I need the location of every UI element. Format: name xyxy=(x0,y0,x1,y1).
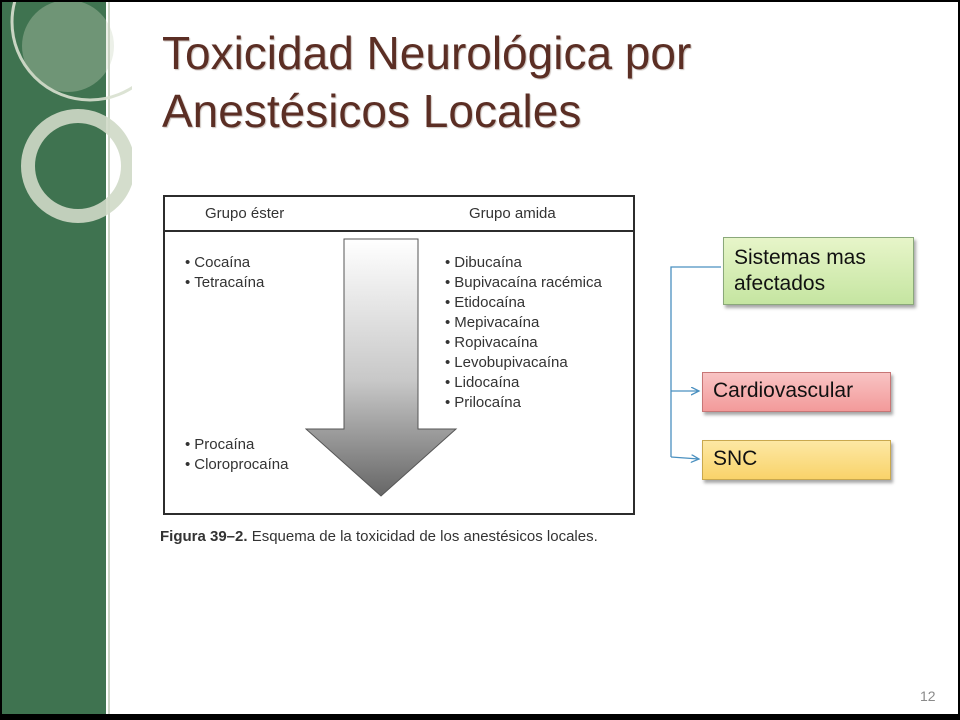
list-item: Cocaína xyxy=(185,253,264,273)
caption-label: Figura 39–2. xyxy=(160,528,248,545)
list-item: Mepivacaína xyxy=(445,313,602,333)
title-line-1: Toxicidad Neurológica por xyxy=(162,27,692,79)
list-item: Prilocaína xyxy=(445,393,602,413)
caption-text: Esquema de la toxicidad de los anestésic… xyxy=(247,528,598,545)
ester-list-bottom: Procaína Cloroprocaína xyxy=(185,435,288,475)
down-arrow-icon xyxy=(305,238,458,497)
toxicity-figure: Grupo éster Grupo amida Cocaína Tetracaí… xyxy=(163,195,635,515)
affected-systems-box: Sistemas mas afectados xyxy=(723,237,914,305)
root-line-2: afectados xyxy=(734,272,826,295)
list-item: Levobupivacaína xyxy=(445,353,602,373)
decorative-rings-icon xyxy=(10,2,132,223)
title-line-2: Anestésicos Locales xyxy=(162,85,582,137)
list-item: Lidocaína xyxy=(445,373,602,393)
header-amida: Grupo amida xyxy=(469,205,556,222)
figure-header: Grupo éster Grupo amida xyxy=(165,197,633,232)
list-item: Dibucaína xyxy=(445,253,602,273)
snc-box: SNC xyxy=(702,440,891,480)
list-item: Bupivacaína racémica xyxy=(445,273,602,293)
amida-list: Dibucaína Bupivacaína racémica Etidocaín… xyxy=(445,253,602,413)
root-line-1: Sistemas mas xyxy=(734,246,866,269)
ester-list-top: Cocaína Tetracaína xyxy=(185,253,264,293)
list-item: Procaína xyxy=(185,435,288,455)
sidebar-divider xyxy=(108,2,110,714)
header-ester: Grupo éster xyxy=(205,205,285,222)
list-item: Tetracaína xyxy=(185,273,264,293)
cardiovascular-box: Cardiovascular xyxy=(702,372,891,412)
page-number: 12 xyxy=(920,688,936,704)
list-item: Ropivacaína xyxy=(445,333,602,353)
list-item: Etidocaína xyxy=(445,293,602,313)
figure-caption: Figura 39–2. Esquema de la toxicidad de … xyxy=(160,528,598,545)
page-title: Toxicidad Neurológica por Anestésicos Lo… xyxy=(162,24,862,140)
list-item: Cloroprocaína xyxy=(185,455,288,475)
